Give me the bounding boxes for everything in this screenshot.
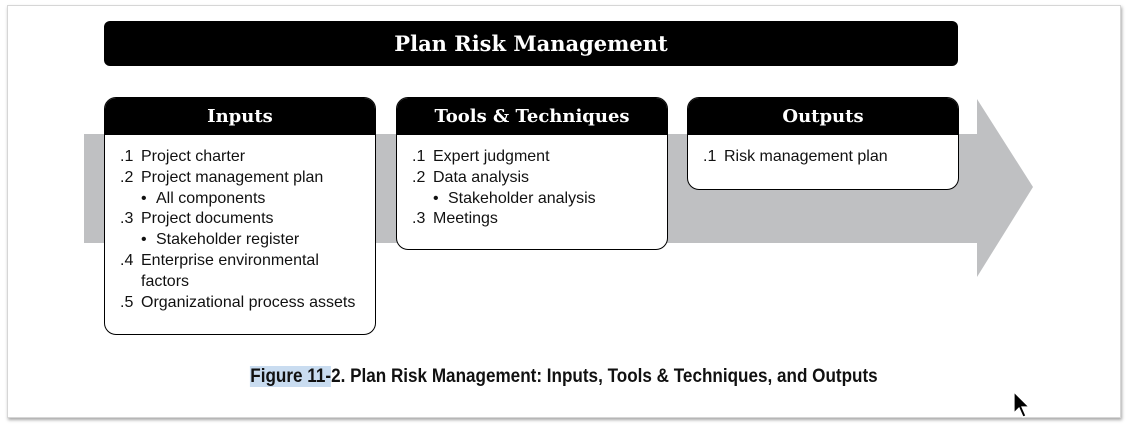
list-item: .2 Data analysis	[412, 168, 667, 189]
item-label: Project management plan	[141, 168, 324, 186]
item-number: .1	[120, 148, 134, 165]
sub-bullet: • Stakeholder analysis	[412, 189, 667, 210]
list-item: .4 Enterprise environmental factors	[120, 251, 375, 293]
list-item: .1 Risk management plan	[703, 147, 958, 168]
item-label: Project documents	[141, 210, 274, 228]
diagram-title-text: Plan Risk Management	[394, 31, 668, 56]
inputs-list: .1 Project charter .2 Project management…	[105, 135, 375, 313]
item-label: Meetings	[433, 210, 498, 228]
inputs-panel: Inputs .1 Project charter .2 Project man…	[104, 97, 376, 335]
item-number: .3	[412, 210, 426, 228]
bullet-icon: •	[433, 189, 439, 207]
item-number: .2	[120, 168, 134, 186]
tools-techniques-list: .1 Expert judgment .2 Data analysis • Sta…	[397, 135, 667, 230]
item-number: .1	[703, 148, 717, 165]
bullet-label: All components	[156, 189, 266, 207]
item-number: .3	[120, 210, 134, 228]
list-item: .2 Project management plan	[120, 168, 375, 189]
item-label: Expert judgment	[433, 148, 550, 165]
bullet-label: Stakeholder analysis	[448, 189, 596, 207]
sub-bullet: • All components	[120, 189, 375, 210]
tools-techniques-panel: Tools & Techniques .1 Expert judgment .2…	[396, 97, 668, 250]
outputs-list: .1 Risk management plan	[688, 135, 958, 168]
bullet-icon: •	[141, 231, 147, 249]
caption-text: 2. Plan Risk Management: Inputs, Tools &…	[331, 366, 878, 387]
list-item: .1 Project charter	[120, 147, 375, 168]
outputs-panel: Outputs .1 Risk management plan	[687, 97, 959, 190]
diagram-title: Plan Risk Management	[104, 21, 958, 66]
outputs-header: Outputs	[688, 98, 958, 135]
inputs-header: Inputs	[105, 98, 375, 135]
list-item: .5 Organizational process assets	[120, 293, 375, 314]
list-item: .1 Expert judgment	[412, 147, 667, 168]
figure-caption: Figure 11-2. Plan Risk Management: Input…	[56, 366, 1071, 388]
list-item: .3 Project documents	[120, 209, 375, 230]
item-label: Organizational process assets	[141, 293, 356, 311]
item-label: Risk management plan	[724, 148, 888, 165]
mouse-pointer-icon	[1013, 391, 1031, 418]
item-label: Project charter	[141, 148, 246, 165]
bullet-label: Stakeholder register	[156, 231, 300, 249]
item-number: .2	[412, 168, 426, 186]
caption-selected-text[interactable]: Figure 11-	[250, 366, 332, 387]
item-number: .4	[120, 251, 134, 269]
item-label: Enterprise environmental factors	[141, 251, 319, 290]
bullet-icon: •	[141, 189, 147, 207]
list-item: .3 Meetings	[412, 209, 667, 230]
item-label: Data analysis	[433, 168, 530, 186]
sub-bullet: • Stakeholder register	[120, 230, 375, 251]
item-number: .5	[120, 293, 134, 311]
item-number: .1	[412, 148, 426, 165]
tools-techniques-header: Tools & Techniques	[397, 98, 667, 135]
